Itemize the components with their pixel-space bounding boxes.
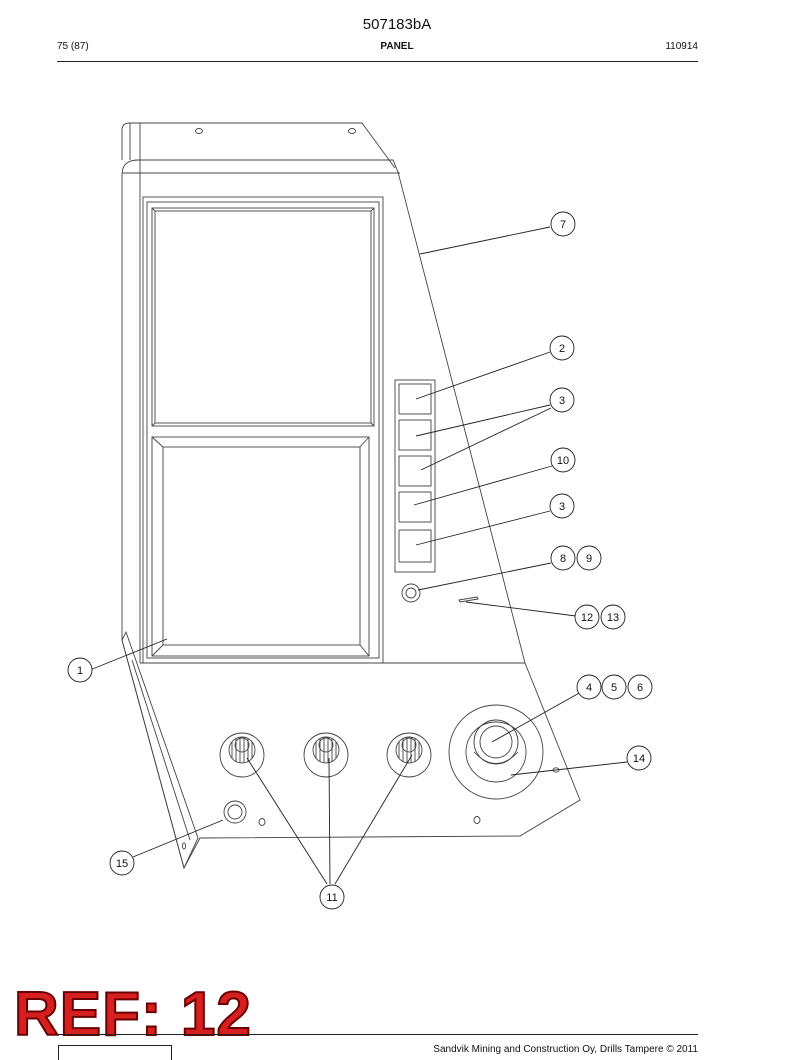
side-rail	[121, 630, 199, 870]
callout-5: 5	[611, 682, 617, 694]
upper-screen	[151, 207, 375, 427]
callout-7: 7	[560, 219, 566, 231]
callout-4: 4	[586, 682, 592, 694]
top-bracket	[121, 122, 396, 169]
header-rule	[57, 61, 698, 62]
callout-9: 9	[586, 553, 592, 565]
date-code: 110914	[665, 41, 698, 52]
display-frame	[142, 196, 384, 664]
footer-rule	[57, 1034, 698, 1035]
callout-14: 14	[633, 753, 645, 765]
callout-15: 15	[116, 858, 128, 870]
panel-outline	[121, 159, 581, 870]
callout-3-bottom: 3	[559, 501, 565, 513]
lower-screen	[151, 436, 370, 657]
callout-1: 1	[77, 665, 83, 677]
knob-middle	[303, 732, 349, 778]
joystick	[448, 704, 560, 800]
ref-stamp: REF: 12	[13, 980, 252, 1049]
knob-right	[386, 732, 432, 778]
socket	[223, 800, 247, 824]
slot	[458, 596, 479, 603]
callout-10: 10	[557, 455, 569, 467]
callout-12: 12	[581, 612, 593, 624]
button-stack	[394, 379, 436, 573]
knob-left	[219, 732, 265, 778]
callout-3-top: 3	[559, 395, 565, 407]
document-id: 507183bA	[362, 16, 432, 33]
indicator-lamp	[401, 583, 421, 603]
callout-6: 6	[637, 682, 643, 694]
callout-11: 11	[326, 892, 337, 904]
callout-2: 2	[559, 343, 565, 355]
callout-13: 13	[607, 612, 619, 624]
page-title: PANEL	[380, 41, 414, 52]
footer-copyright: Sandvik Mining and Construction Oy, Dril…	[433, 1044, 698, 1055]
page-number: 75 (87)	[57, 41, 89, 52]
callout-8: 8	[560, 553, 566, 565]
